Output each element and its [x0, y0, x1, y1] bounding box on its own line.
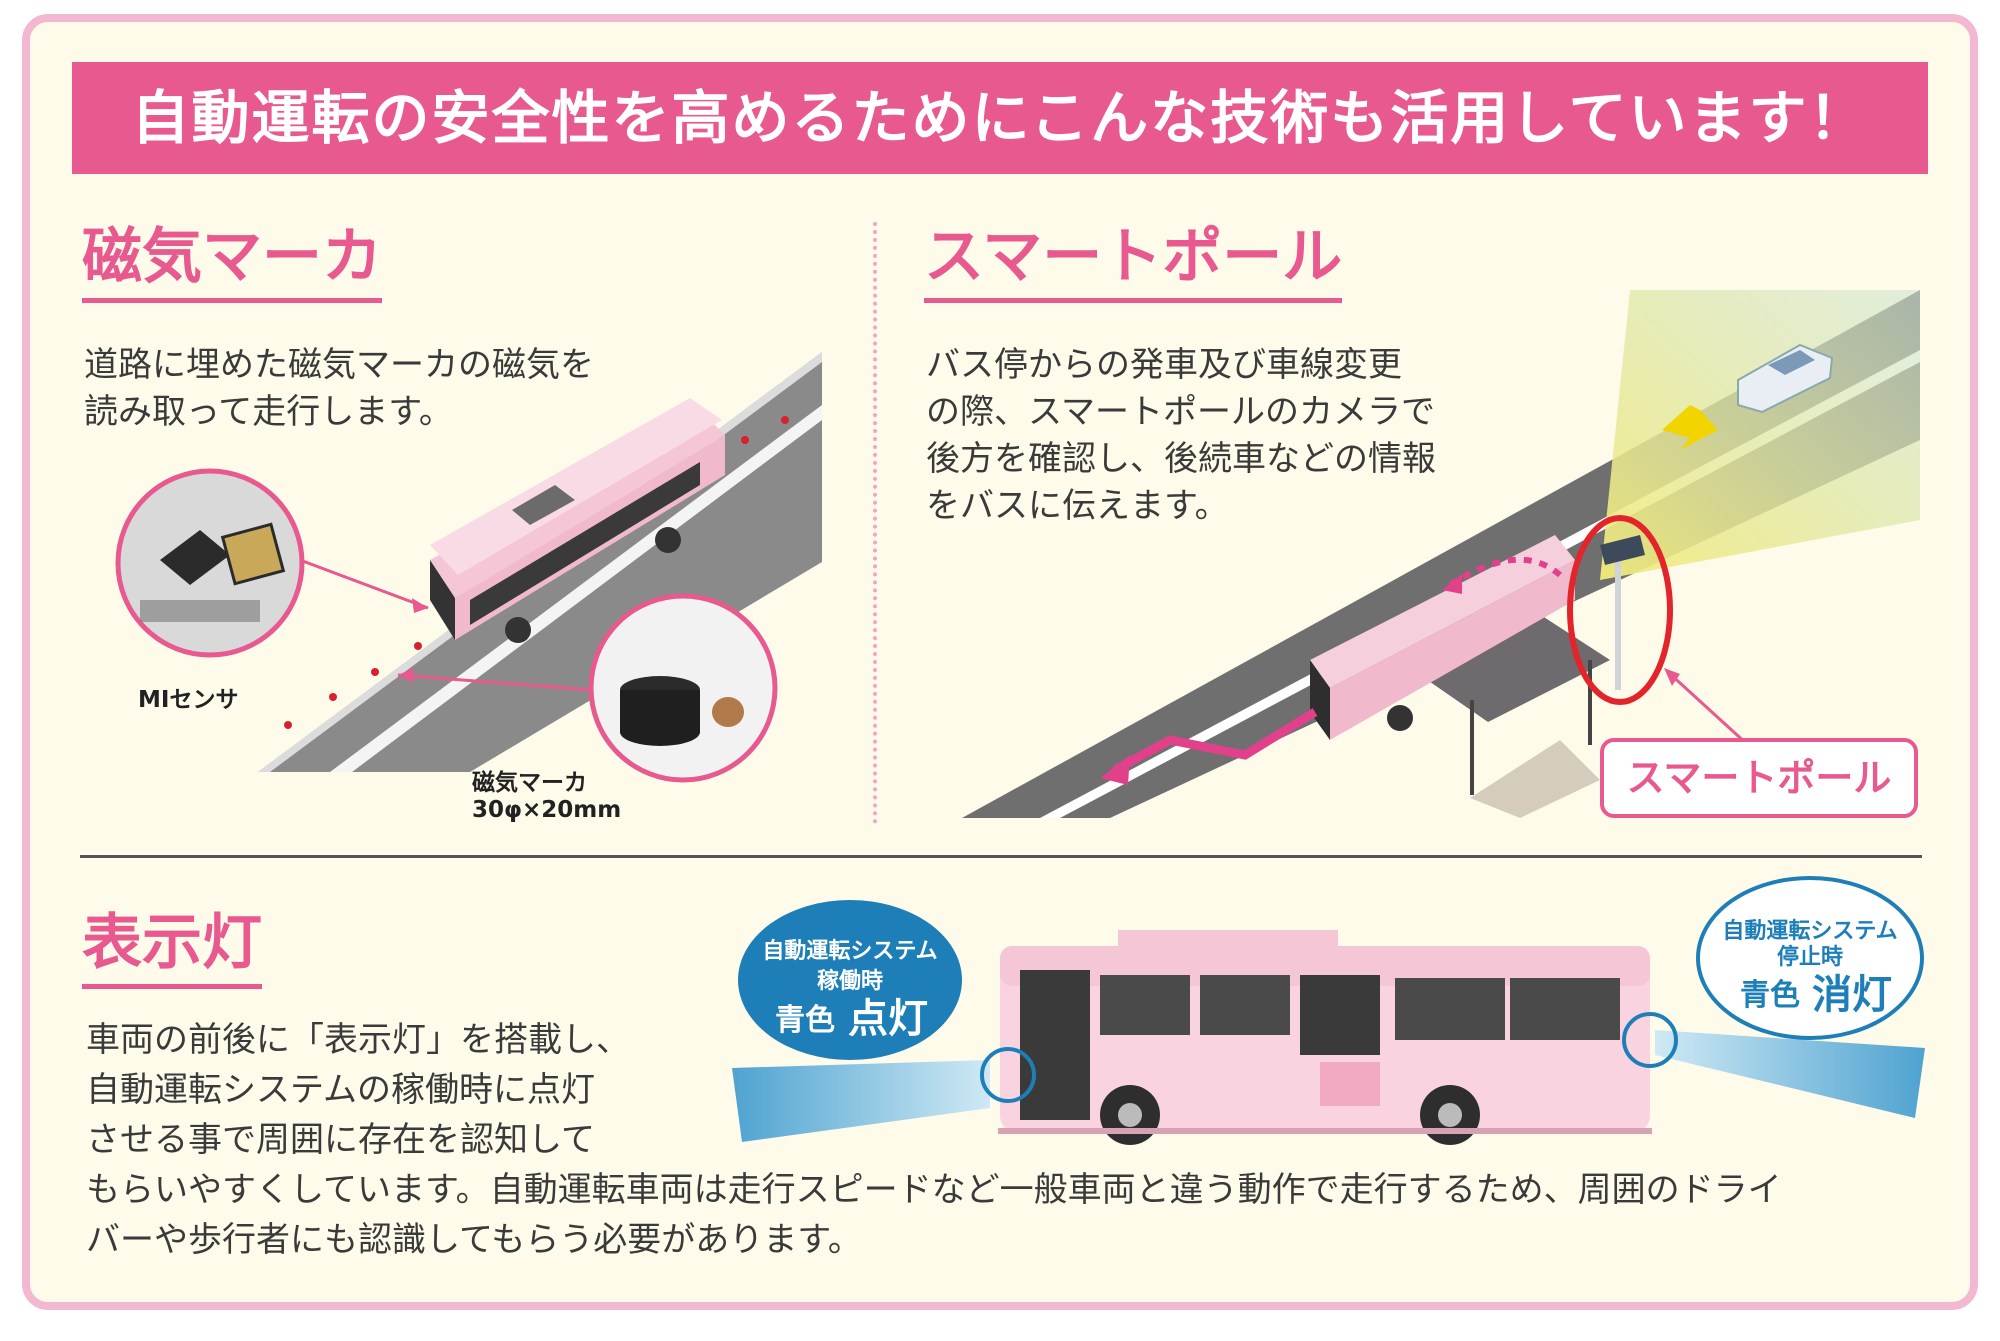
mi-sensor-caption: MIセンサ [138, 687, 239, 713]
yellow-arrow [1662, 405, 1718, 450]
front-indicator-light-ring [980, 1047, 1036, 1103]
indicator-body-line: もらいやすくしています。自動運転車両は走行スピードなど一般車両と違う動作で走行す… [86, 1170, 1782, 1210]
bus-stop-roof [1410, 608, 1610, 722]
bus-stop-ground [1470, 740, 1600, 818]
magnetic-body: 道路に埋めた磁気マーカの磁気を 読み取って走行します。 [84, 342, 594, 436]
smartpole-bus-illustration [1310, 535, 1575, 740]
banner-title: 自動運転の安全性を高めるためにこんな技術も活用しています！ [131, 84, 1869, 152]
pole-callout-pointer [1666, 670, 1750, 747]
smartpole-body-line: バス停からの発車及び車線変更 [926, 345, 1402, 385]
smartpole-title: スマートポール [924, 222, 1343, 303]
marker-caption-1: 磁気マーカ [472, 770, 587, 796]
indicator-body-line: 自動運転システムの稼働時に点灯 [86, 1070, 595, 1110]
magnetic-bus-illustration [430, 398, 725, 643]
indicator-body-line: バーや歩行者にも認識してもらう必要があります。 [86, 1220, 862, 1260]
smartpole-body-line: 後方を確認し、後続車などの情報 [926, 439, 1436, 479]
badge-lit-on: 自動運転システム 稼働時 青色 点灯 [738, 900, 962, 1060]
smartpole-body-line: をバスに伝えます。 [926, 486, 1229, 526]
indicator-body-line: させる事で周囲に存在を認知して [86, 1120, 595, 1160]
magnetic-body-line: 読み取って走行します。 [84, 392, 453, 432]
rear-light-beam [1655, 1030, 1925, 1118]
front-light-beam [732, 1060, 990, 1142]
badge-on-line3b: 点灯 [848, 996, 928, 1042]
indicator-body-line: 車両の前後に「表示灯」を搭載し、 [86, 1020, 630, 1060]
badge-off-line1: 自動運転システム [1722, 918, 1897, 944]
pole-highlight-ring [1567, 515, 1673, 705]
section-divider-horizontal [80, 855, 1922, 858]
marker-caption-2: 30φ×20mm [472, 797, 622, 823]
pink-dotted-arrow [1448, 556, 1562, 588]
indicator-bus-illustration [998, 930, 1652, 1145]
smartpole-body-line: の際、スマートポールのカメラで [926, 392, 1435, 432]
following-car [1737, 343, 1834, 414]
smartpole-callout: スマートポール [1600, 738, 1918, 818]
sensor-pointer [299, 558, 429, 610]
magnetic-marker-photo [588, 593, 778, 783]
pink-departure-arrow [1112, 708, 1318, 774]
badge-off-line2: 停止時 [1777, 944, 1843, 970]
badge-on-line1: 自動運転システム [762, 938, 937, 964]
smartpole-body: バス停からの発車及び車線変更 の際、スマートポールのカメラで 後方を確認し、後続… [926, 342, 1436, 530]
title-banner: 自動運転の安全性を高めるためにこんな技術も活用しています！ [72, 62, 1928, 174]
magnetic-title: 磁気マーカ [82, 222, 382, 303]
badge-on-line3a: 青色 [775, 1003, 835, 1038]
section-divider-vertical [873, 222, 877, 824]
camera-view-cone [1600, 290, 1920, 580]
mi-sensor-photo [115, 468, 305, 658]
indicator-title: 表示灯 [82, 908, 262, 989]
marker-pointer [397, 673, 593, 692]
badge-on-line2: 稼働時 [817, 968, 883, 994]
rear-indicator-light-ring [1622, 1012, 1678, 1068]
badge-off-line3b: 消灯 [1812, 972, 1892, 1018]
badge-lit-off: 自動運転システム 停止時 青色 消灯 [1696, 876, 1924, 1040]
indicator-body: 車両の前後に「表示灯」を搭載し、 自動運転システムの稼働時に点灯 させる事で周囲… [86, 1015, 1782, 1265]
magnetic-body-line: 道路に埋めた磁気マーカの磁気を [84, 345, 594, 385]
badge-off-line3a: 青色 [1740, 978, 1800, 1013]
smartpole-callout-label: スマートポール [1626, 756, 1892, 800]
